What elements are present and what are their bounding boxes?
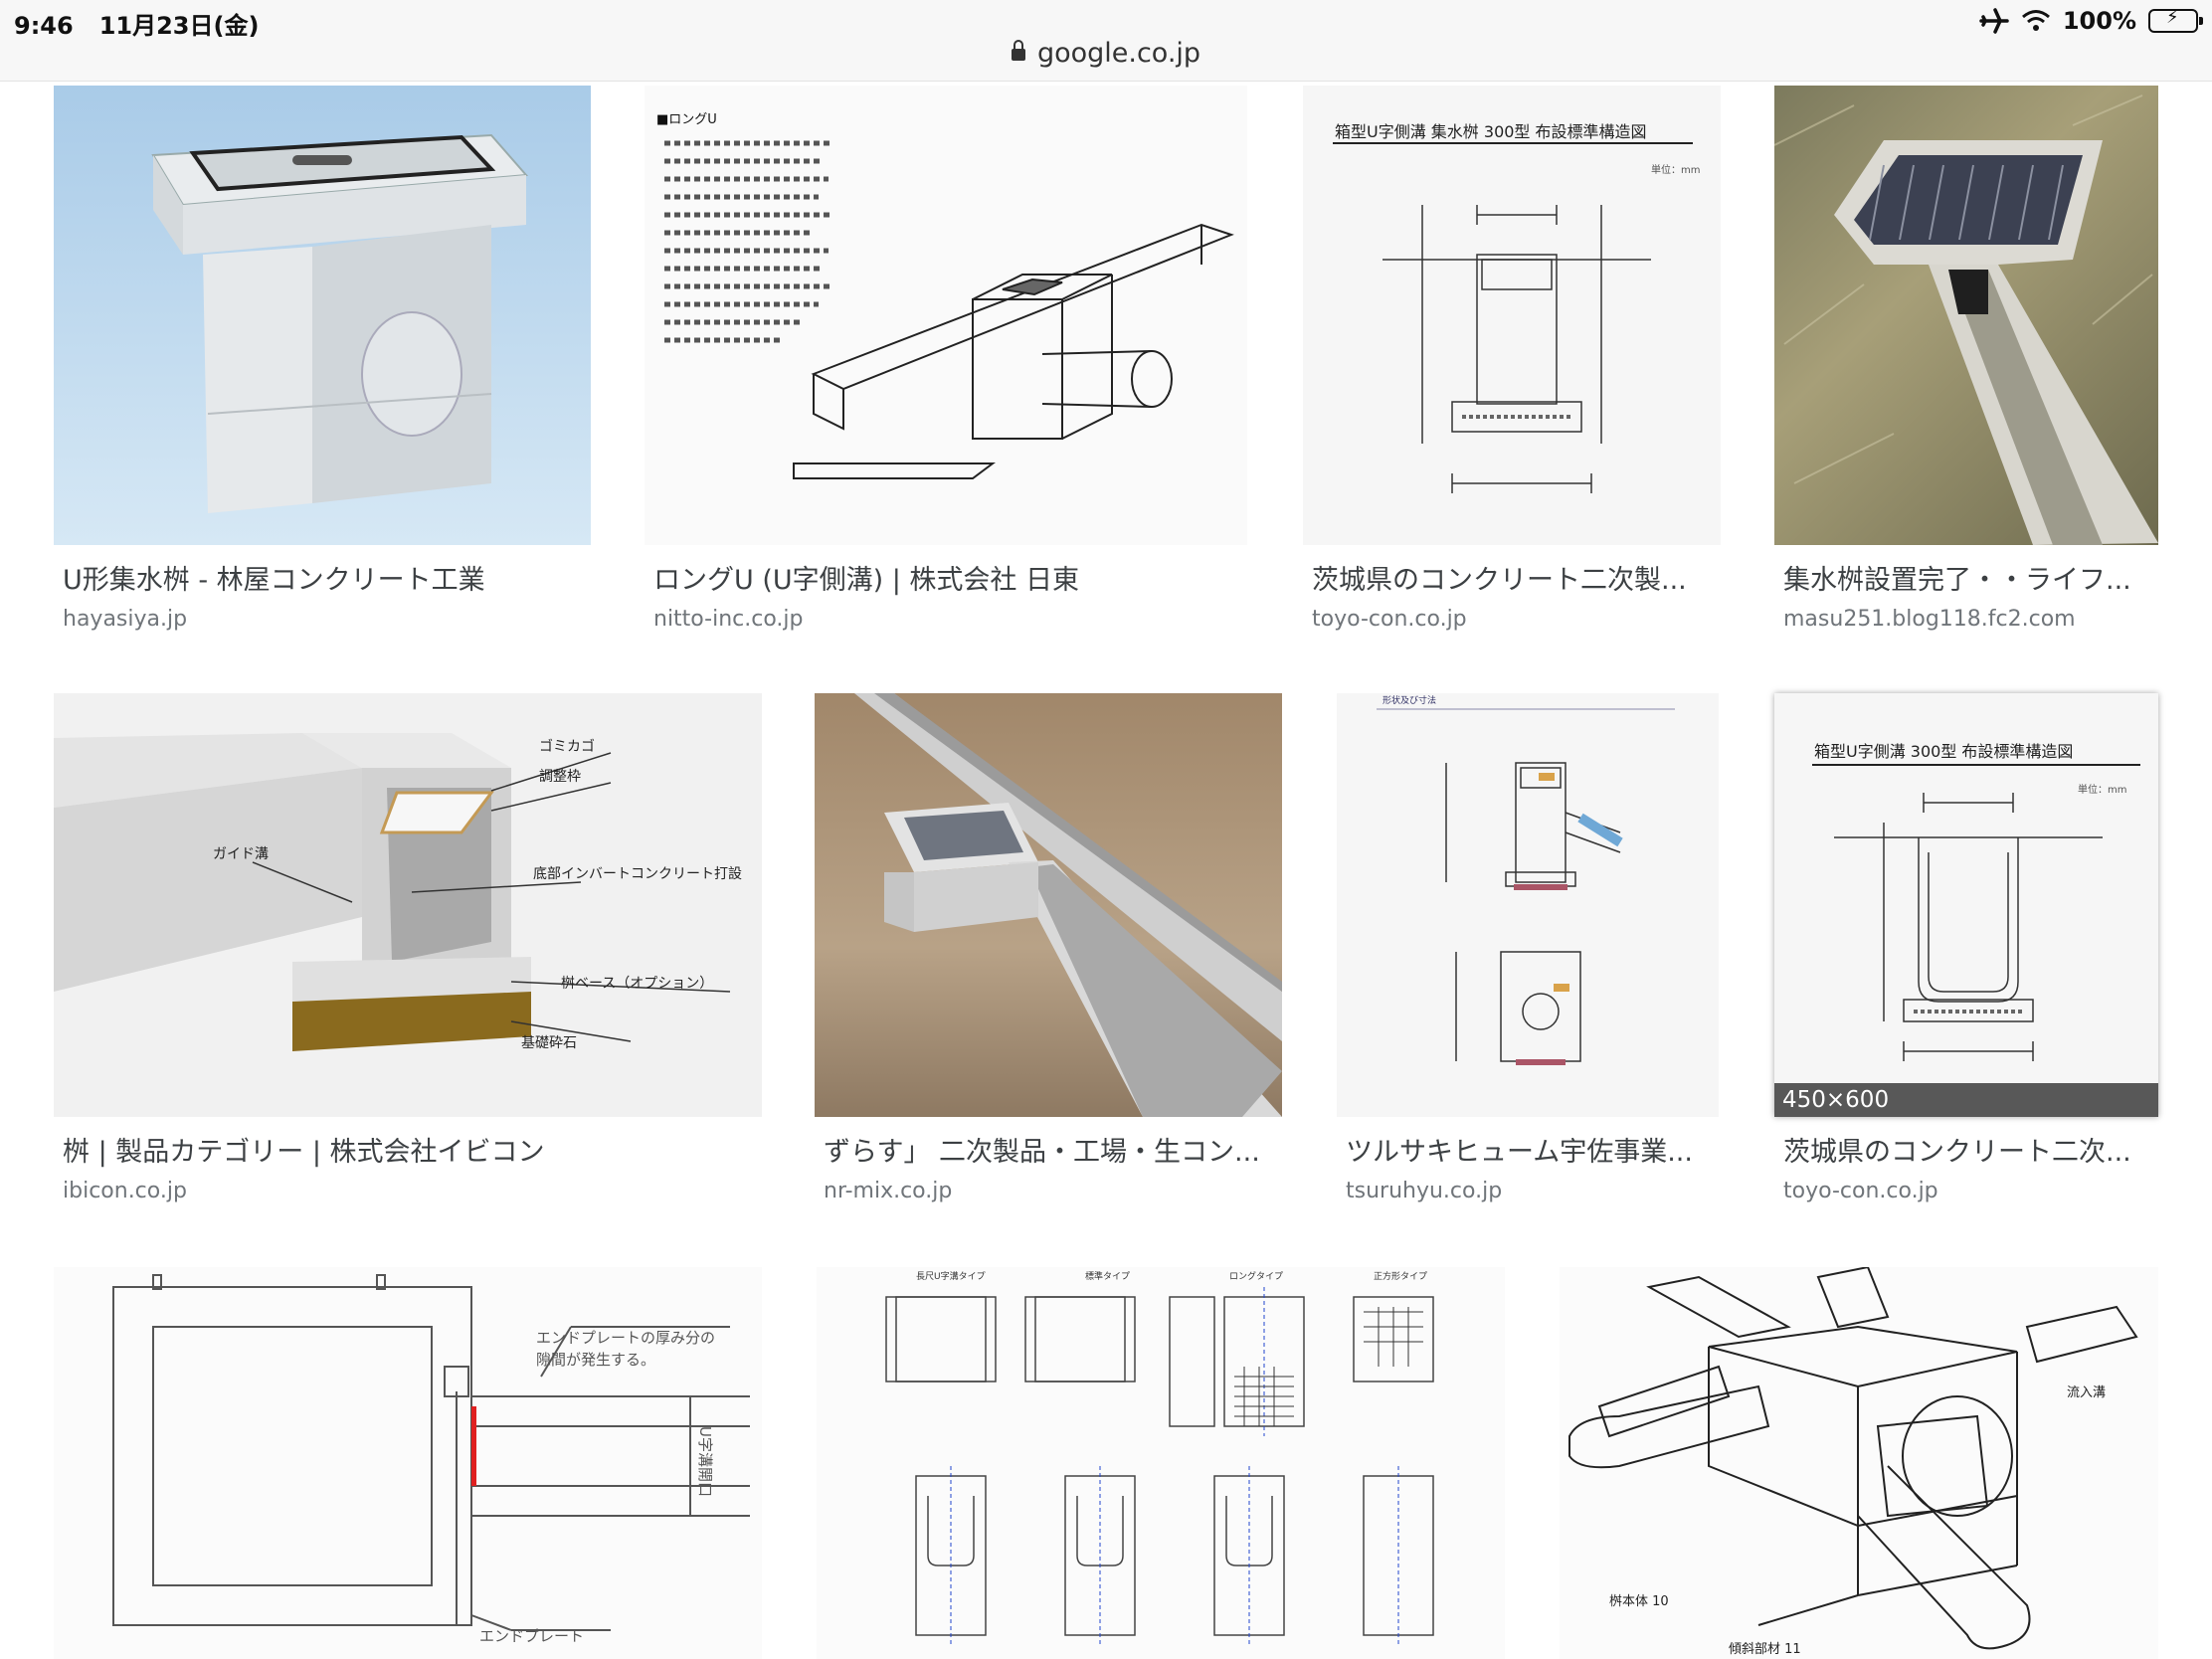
status-clock: 9:46 11月23日(金) <box>14 6 284 41</box>
image-text: 箱型U字側溝 300型 布設標準構造図 <box>1814 742 2073 761</box>
result-source: tsuruhyu.co.jp <box>1346 1179 1503 1204</box>
result-thumbnail[interactable]: 形状及び寸法 <box>1337 693 1719 1117</box>
result-title[interactable]: ロングU (U字側溝) | 株式会社 日東 <box>653 565 1080 596</box>
image-text: 桝ベース（オプション） <box>561 976 713 992</box>
result-card[interactable]: ■ロングU ロングU (U字側溝) | 株式会社 日東 <box>645 86 1247 632</box>
status-indicators: 100% <box>1979 4 2203 38</box>
result-thumbnail[interactable]: ■ロングU <box>645 86 1247 545</box>
wifi-icon <box>2021 9 2051 33</box>
address-url: google.co.jp <box>1036 38 1201 69</box>
image-text: 標準タイプ <box>1085 1270 1130 1282</box>
result-card[interactable]: 集水桝設置完了・・ライフ... masu251.blog118.fc2.com <box>1774 86 2158 632</box>
result-title[interactable]: ツルサキヒューム宇佐事業... <box>1346 1137 1693 1168</box>
result-thumbnail[interactable]: ゴミカゴ 調整枠 ガイド溝 底部インバートコンクリート打設 桝ベース（オプション… <box>54 693 762 1117</box>
image-text: 長尺U字溝タイプ <box>916 1270 986 1282</box>
result-card[interactable]: エンドプレートの厚み分の 隙間が発生する。 エンドプレート U字溝開口 <box>54 1267 762 1659</box>
result-card[interactable]: 長尺U字溝タイプ 標準タイプ ロングタイプ 正方形タイプ <box>817 1267 1505 1659</box>
image-text: 桝本体 10 <box>1609 1593 1669 1609</box>
result-source: ibicon.co.jp <box>63 1179 187 1204</box>
result-source: toyo-con.co.jp <box>1783 1179 1938 1204</box>
result-card[interactable]: ずらす」 二次製品・工場・生コン... nr-mix.co.jp <box>815 693 1282 1203</box>
result-card[interactable]: U形集水桝 - 林屋コンクリート工業 hayasiya.jp <box>54 86 591 632</box>
image-text: 形状及び寸法 <box>1382 694 1436 706</box>
result-thumbnail[interactable] <box>54 86 591 545</box>
result-source: nr-mix.co.jp <box>824 1179 953 1204</box>
result-thumbnail[interactable]: 流入溝 桝本体 10 傾斜部材 11 <box>1560 1267 2158 1659</box>
address-bar[interactable]: google.co.jp <box>0 38 2212 69</box>
result-card[interactable]: 箱型U字側溝 集水桝 300型 布設標準構造図 単位：mm 茨城県のコンクリート… <box>1303 86 1721 632</box>
result-card[interactable]: 形状及び寸法 ツルサキヒューム宇佐事業... tsuruhyu.co.jp <box>1337 693 1719 1203</box>
image-text: 傾斜部材 11 <box>1729 1642 1801 1657</box>
battery-percent: 100% <box>2062 7 2136 35</box>
image-text: ゴミカゴ <box>539 738 595 755</box>
result-title[interactable]: U形集水桝 - 林屋コンクリート工業 <box>63 565 485 596</box>
image-text: ■ロングU <box>656 112 717 127</box>
image-text: 単位：mm <box>2078 783 2126 796</box>
image-text: 隙間が発生する。 <box>536 1351 655 1369</box>
result-title[interactable]: ずらす」 二次製品・工場・生コン... <box>824 1137 1260 1168</box>
result-thumbnail[interactable]: 長尺U字溝タイプ 標準タイプ ロングタイプ 正方形タイプ <box>817 1267 1505 1659</box>
status-time: 9:46 <box>14 12 74 40</box>
lock-icon <box>1011 40 1025 61</box>
result-source: hayasiya.jp <box>63 607 188 633</box>
image-text: 正方形タイプ <box>1374 1270 1427 1282</box>
image-text: 調整枠 <box>539 769 581 785</box>
image-text: ロングタイプ <box>1229 1270 1283 1282</box>
image-text: 底部インバートコンクリート打設 <box>533 865 742 882</box>
image-text: 基礎砕石 <box>521 1034 577 1051</box>
result-thumbnail[interactable]: エンドプレートの厚み分の 隙間が発生する。 エンドプレート U字溝開口 <box>54 1267 762 1659</box>
result-title[interactable]: 茨城県のコンクリート二次... <box>1783 1137 2131 1168</box>
result-thumbnail[interactable]: 箱型U字側溝 集水桝 300型 布設標準構造図 単位：mm <box>1303 86 1721 545</box>
image-text: エンドプレートの厚み分の <box>536 1329 715 1347</box>
image-text: ガイド溝 <box>213 846 269 862</box>
result-source: masu251.blog118.fc2.com <box>1783 607 2076 633</box>
result-card[interactable]: ゴミカゴ 調整枠 ガイド溝 底部インバートコンクリート打設 桝ベース（オプション… <box>54 693 762 1203</box>
result-thumbnail[interactable] <box>1774 86 2158 545</box>
airplane-icon <box>1979 8 2009 34</box>
image-text: 箱型U字側溝 集水桝 300型 布設標準構造図 <box>1335 122 1647 141</box>
image-dimensions-badge: 450×600 <box>1774 1083 2158 1117</box>
result-title[interactable]: 茨城県のコンクリート二次製... <box>1312 565 1687 596</box>
result-card-selected[interactable]: 箱型U字側溝 300型 布設標準構造図 単位：mm 450×600 茨城県のコン… <box>1774 693 2158 1203</box>
result-source: toyo-con.co.jp <box>1312 607 1467 633</box>
image-text: 流入溝 <box>2067 1385 2106 1400</box>
result-thumbnail[interactable]: 箱型U字側溝 300型 布設標準構造図 単位：mm 450×600 <box>1774 693 2158 1117</box>
result-source: nitto-inc.co.jp <box>653 607 804 633</box>
image-text: U字溝開口 <box>696 1426 714 1497</box>
status-date: 11月23日(金) <box>98 12 260 40</box>
result-card[interactable]: 流入溝 桝本体 10 傾斜部材 11 <box>1560 1267 2158 1659</box>
result-title[interactable]: 桝 | 製品カテゴリー | 株式会社イビコン <box>63 1137 545 1168</box>
browser-top-bar: 9:46 11月23日(金) 100% google.co.jp <box>0 0 2212 82</box>
result-title[interactable]: 集水桝設置完了・・ライフ... <box>1783 565 2131 596</box>
result-thumbnail[interactable] <box>815 693 1282 1117</box>
image-text: エンドプレート <box>479 1627 584 1645</box>
battery-icon <box>2148 9 2203 33</box>
image-text: 単位：mm <box>1651 163 1700 176</box>
